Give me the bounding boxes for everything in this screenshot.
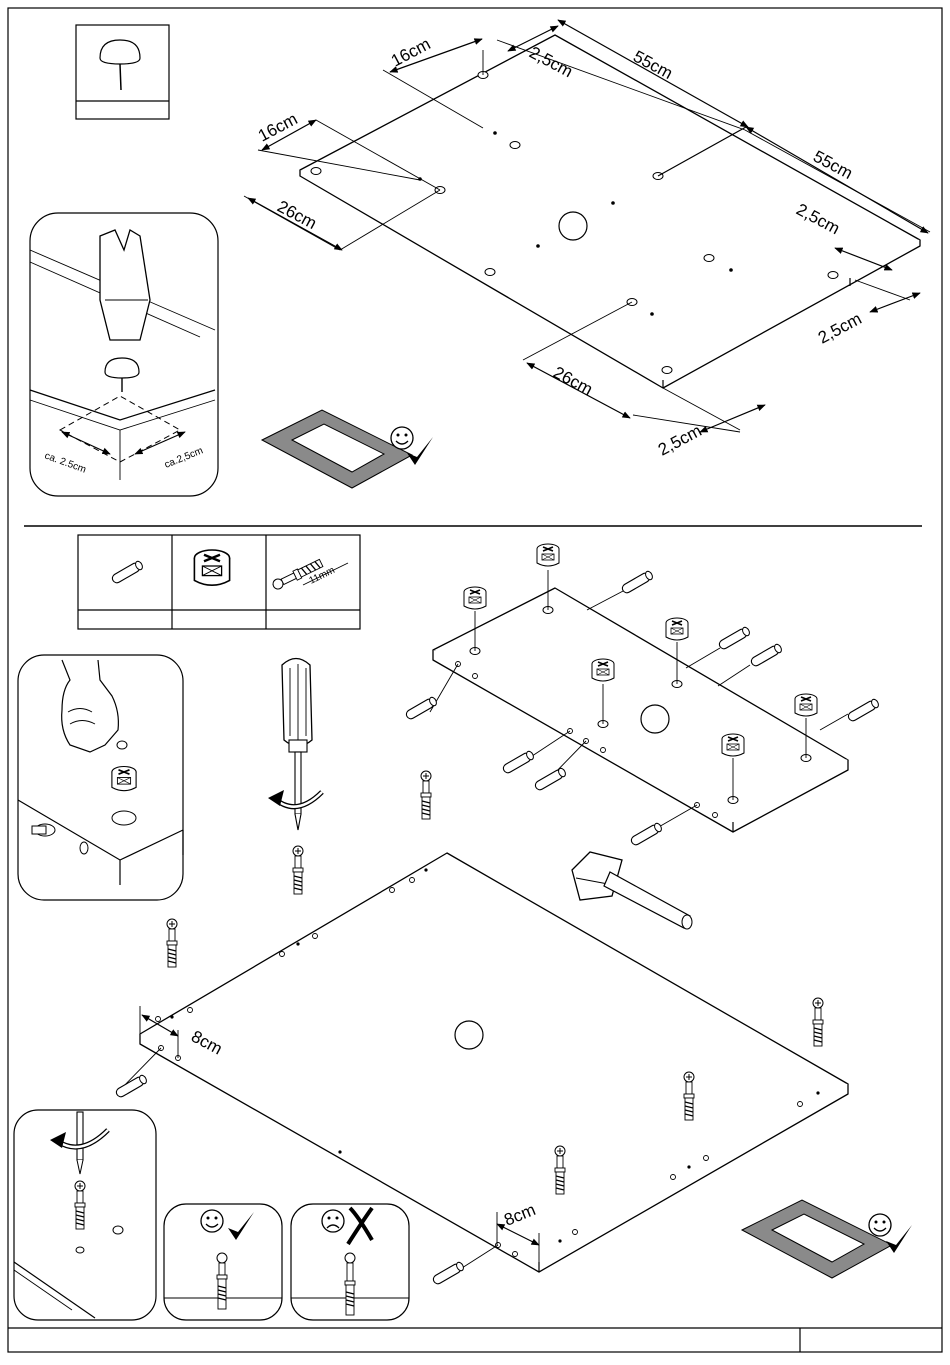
lower-board-diagram: 8cm 8cm bbox=[115, 771, 848, 1285]
ca-left-label: ca. 2.5cm bbox=[43, 450, 88, 475]
dim-2-5cm-bottom: 2,5cm bbox=[655, 421, 705, 460]
dowel-icon bbox=[111, 560, 144, 584]
cam-lock-icon bbox=[112, 767, 136, 791]
dim-16cm-left: 16cm bbox=[255, 109, 301, 145]
cross-icon bbox=[348, 1208, 372, 1244]
cable-hole bbox=[641, 705, 669, 733]
smiley-icon bbox=[201, 1210, 223, 1232]
cable-hole bbox=[559, 212, 587, 240]
top-board-diagram: 16cm 2,5cm 55cm 16cm 26cm 55cm 2,5cm 2,5… bbox=[244, 20, 930, 460]
dim-26cm-bottom: 26cm bbox=[550, 363, 596, 399]
screwdriver-icon bbox=[268, 659, 322, 831]
nail-glide-icon bbox=[105, 358, 139, 378]
rug-ok-top bbox=[262, 410, 433, 488]
frown-icon bbox=[322, 1210, 344, 1232]
parts-box: 11mm bbox=[78, 535, 360, 629]
cam-lock-icon bbox=[194, 550, 229, 585]
dim-2-5cm-far-right: 2,5cm bbox=[815, 309, 865, 348]
nail-glide-part-box bbox=[76, 25, 169, 119]
cam-bolt-icon bbox=[217, 1253, 227, 1309]
cam-bolt-icon bbox=[75, 1181, 85, 1229]
nail-glide-icon bbox=[100, 40, 140, 64]
mallet-icon bbox=[572, 852, 692, 929]
hammer-icon bbox=[100, 230, 150, 340]
cam-insert-detail-bubble bbox=[18, 655, 183, 900]
smiley-icon bbox=[391, 427, 413, 449]
cable-hole bbox=[455, 1021, 483, 1049]
hand-icon bbox=[62, 660, 127, 752]
dim-55cm-top: 55cm bbox=[630, 47, 676, 83]
bolt-screw-detail-bubble bbox=[14, 1110, 156, 1320]
upper-board-diagram bbox=[405, 544, 880, 846]
wrong-depth-bubble bbox=[291, 1204, 409, 1320]
smiley-icon bbox=[869, 1214, 891, 1236]
cam-bolt-icon bbox=[345, 1253, 355, 1315]
cam-bolt-icon bbox=[293, 846, 303, 894]
dim-26cm-left: 26cm bbox=[274, 197, 320, 233]
check-icon bbox=[228, 1212, 254, 1240]
rug-ok-bottom bbox=[742, 1200, 912, 1278]
ca-right-label: ca.2,5cm bbox=[163, 445, 205, 470]
correct-depth-bubble bbox=[164, 1204, 282, 1320]
hammer-detail-bubble: ca. 2.5cm ca.2,5cm bbox=[30, 213, 218, 496]
